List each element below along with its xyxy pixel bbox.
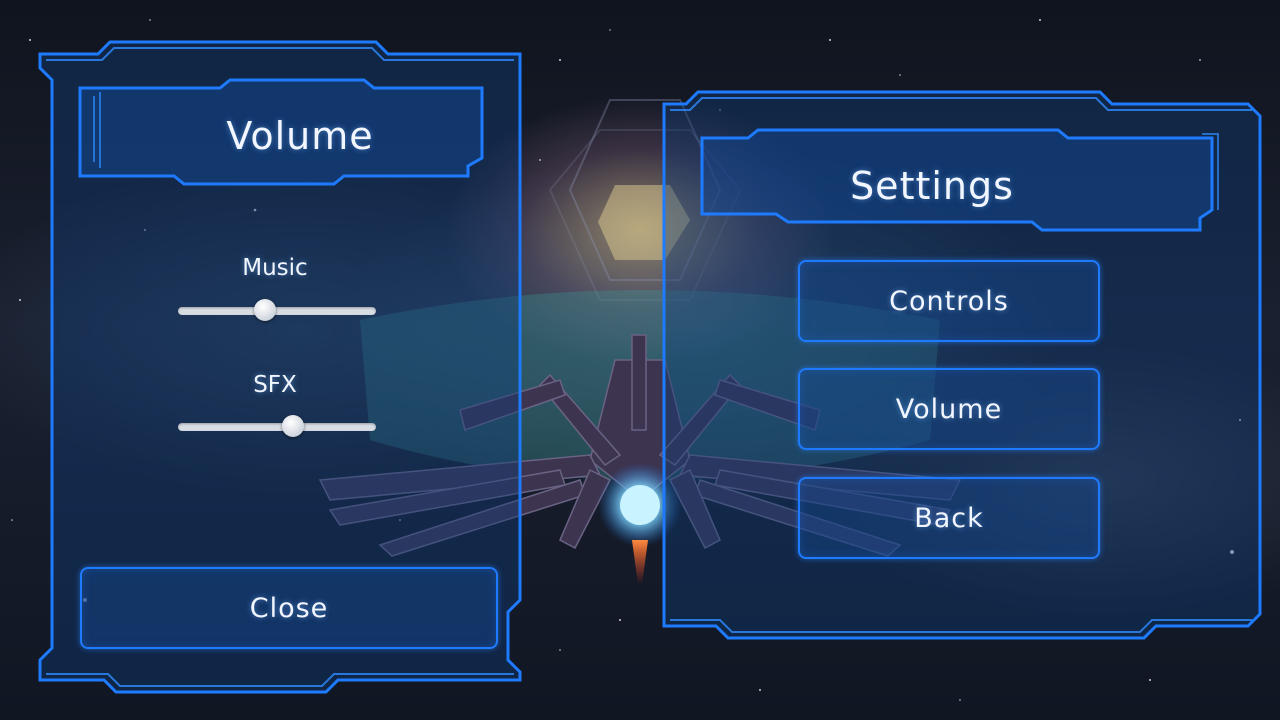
- back-button[interactable]: Back: [798, 477, 1100, 559]
- close-button-label: Close: [249, 592, 329, 624]
- music-slider-track: [178, 307, 376, 315]
- sfx-slider-handle[interactable]: [281, 415, 304, 437]
- settings-panel-frame: [662, 90, 1262, 640]
- volume-title: Volume: [226, 114, 374, 158]
- settings-title: Settings: [850, 164, 1014, 208]
- controls-button[interactable]: Controls: [798, 260, 1100, 342]
- music-label: Music: [242, 255, 308, 281]
- settings-panel: Settings Controls Volume Back: [662, 90, 1262, 646]
- sfx-label: SFX: [253, 372, 297, 398]
- back-button-label: Back: [914, 502, 984, 534]
- controls-button-label: Controls: [889, 285, 1009, 317]
- volume-button-label: Volume: [895, 393, 1003, 425]
- sfx-slider-track: [178, 423, 376, 431]
- volume-button[interactable]: Volume: [798, 368, 1100, 450]
- music-slider[interactable]: [178, 299, 376, 323]
- volume-panel: Volume Music SFX Close: [38, 40, 522, 694]
- volume-panel-frame: [38, 40, 522, 694]
- music-slider-handle[interactable]: [254, 299, 277, 321]
- sfx-slider[interactable]: [178, 415, 376, 439]
- close-button[interactable]: Close: [80, 567, 498, 649]
- tunnel: [548, 99, 742, 301]
